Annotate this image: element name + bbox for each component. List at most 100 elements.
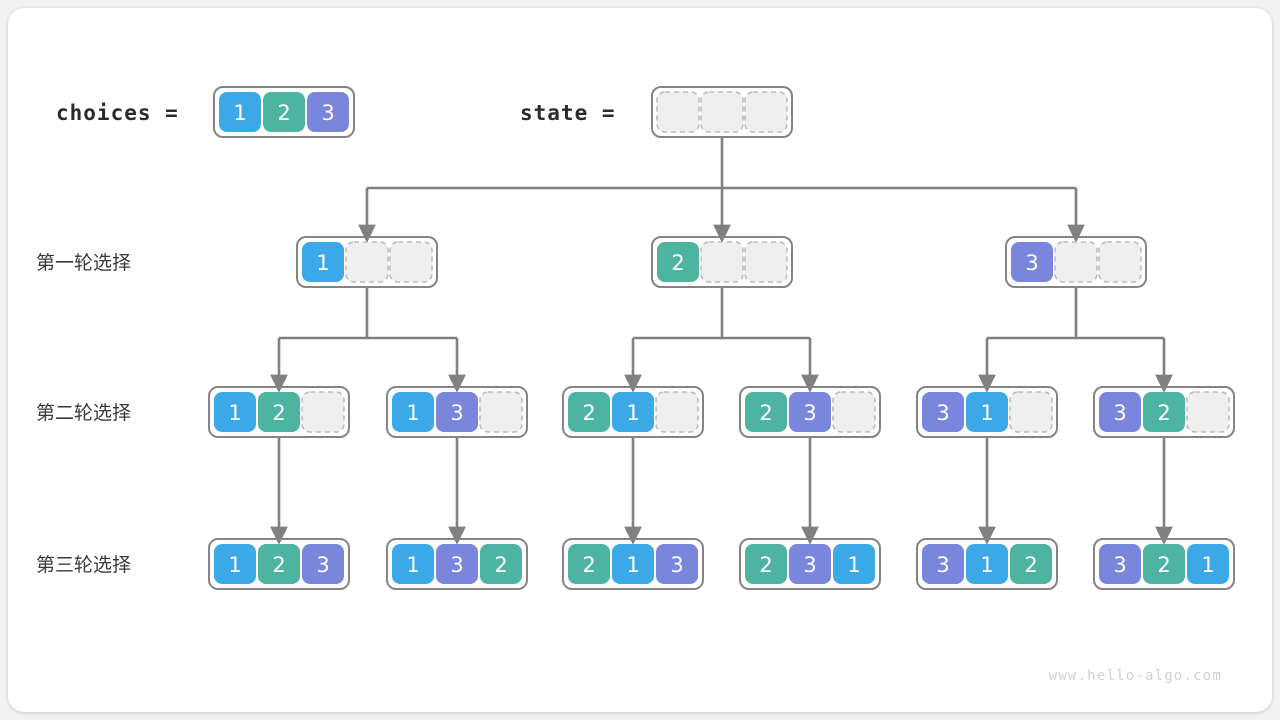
array-cell-empty <box>656 91 700 133</box>
array-cell-value: 1 <box>406 401 419 425</box>
array-cell-empty <box>1009 391 1053 433</box>
array-cell-value: 3 <box>936 553 949 577</box>
array-cell-empty <box>301 391 345 433</box>
array-cell-value: 2 <box>272 401 285 425</box>
array-cell-empty <box>1186 391 1230 433</box>
watermark: www.hello-algo.com <box>1049 668 1222 684</box>
round3-node-4: 2 3 1 <box>739 538 881 590</box>
array-cell-filled <box>789 392 831 432</box>
array-cell-filled <box>833 544 875 584</box>
array-cell-filled <box>214 392 256 432</box>
state-array-root <box>651 86 793 138</box>
array-cell-filled <box>568 544 610 584</box>
array-cell-filled <box>966 544 1008 584</box>
array-cell-value: 1 <box>847 553 860 577</box>
diagram-card <box>8 8 1272 712</box>
array-cell-value: 3 <box>803 553 816 577</box>
array-cell-filled <box>392 544 434 584</box>
array-cell-filled <box>214 544 256 584</box>
round1-node-1: 1 <box>296 236 438 288</box>
array-cell-filled <box>568 392 610 432</box>
array-cell-value: 2 <box>272 553 285 577</box>
array-cell-value: 2 <box>277 101 290 125</box>
round1-node-3: 3 <box>1005 236 1147 288</box>
array-cell-filled <box>436 544 478 584</box>
choices-label: choices = <box>56 101 179 125</box>
array-cell-filled <box>1099 544 1141 584</box>
round1-node-2: 2 <box>651 236 793 288</box>
array-cell-filled <box>922 544 964 584</box>
array-cell-filled <box>745 392 787 432</box>
array-cell-filled <box>480 544 522 584</box>
array-cell-filled <box>219 92 261 132</box>
array-cell-value: 2 <box>1157 401 1170 425</box>
array-cell-value: 2 <box>494 553 507 577</box>
array-cell-value: 1 <box>980 401 993 425</box>
array-cell-filled <box>258 544 300 584</box>
array-cell-empty <box>744 241 788 283</box>
state-label: state = <box>520 101 616 125</box>
array-cell-filled <box>1099 392 1141 432</box>
array-cell-filled <box>656 544 698 584</box>
array-cell-value: 3 <box>670 553 683 577</box>
array-cell-empty <box>832 391 876 433</box>
array-cell-value: 3 <box>321 101 334 125</box>
array-cell-value: 1 <box>626 553 639 577</box>
edges-layer <box>270 137 1173 545</box>
array-cell-value: 3 <box>316 553 329 577</box>
array-cell-value: 3 <box>1025 251 1038 275</box>
array-cell-value: 3 <box>1113 401 1126 425</box>
array-cell-value: 2 <box>582 401 595 425</box>
row-label-round3: 第三轮选择 <box>36 554 131 576</box>
array-cell-filled <box>1010 544 1052 584</box>
array-cell-value: 1 <box>1201 553 1214 577</box>
array-cell-value: 2 <box>1024 553 1037 577</box>
array-cell-value: 2 <box>671 251 684 275</box>
array-cell-value: 1 <box>233 101 246 125</box>
array-cell-filled <box>1143 544 1185 584</box>
array-cell-value: 2 <box>582 553 595 577</box>
array-cell-empty <box>479 391 523 433</box>
array-cell-empty <box>389 241 433 283</box>
array-cell-value: 3 <box>936 401 949 425</box>
round3-node-5: 3 1 2 <box>916 538 1058 590</box>
array-cell-value: 1 <box>228 401 241 425</box>
array-cell-value: 2 <box>1157 553 1170 577</box>
row-label-round2: 第二轮选择 <box>36 402 131 424</box>
array-cell-empty <box>1098 241 1142 283</box>
round3-node-6: 3 2 1 <box>1093 538 1235 590</box>
array-cell-filled <box>612 392 654 432</box>
array-cell-filled <box>307 92 349 132</box>
array-cell-value: 3 <box>1113 553 1126 577</box>
array-cell-filled <box>436 392 478 432</box>
array-cell-filled <box>745 544 787 584</box>
array-cell-filled <box>1143 392 1185 432</box>
array-cell-value: 2 <box>759 553 772 577</box>
array-cell-filled <box>302 544 344 584</box>
array-cell-value: 1 <box>980 553 993 577</box>
array-cell-empty <box>700 241 744 283</box>
array-cell-value: 3 <box>450 553 463 577</box>
array-cell-filled <box>612 544 654 584</box>
array-cell-empty <box>655 391 699 433</box>
array-cell-filled <box>966 392 1008 432</box>
array-cell-value: 1 <box>626 401 639 425</box>
array-cell-empty <box>744 91 788 133</box>
array-cell-value: 1 <box>406 553 419 577</box>
array-cell-empty <box>700 91 744 133</box>
array-cell-filled <box>392 392 434 432</box>
round3-node-3: 2 1 3 <box>562 538 704 590</box>
array-cell-empty <box>1054 241 1098 283</box>
array-cell-filled <box>657 242 699 282</box>
array-cell-value: 1 <box>316 251 329 275</box>
array-cell-filled <box>263 92 305 132</box>
